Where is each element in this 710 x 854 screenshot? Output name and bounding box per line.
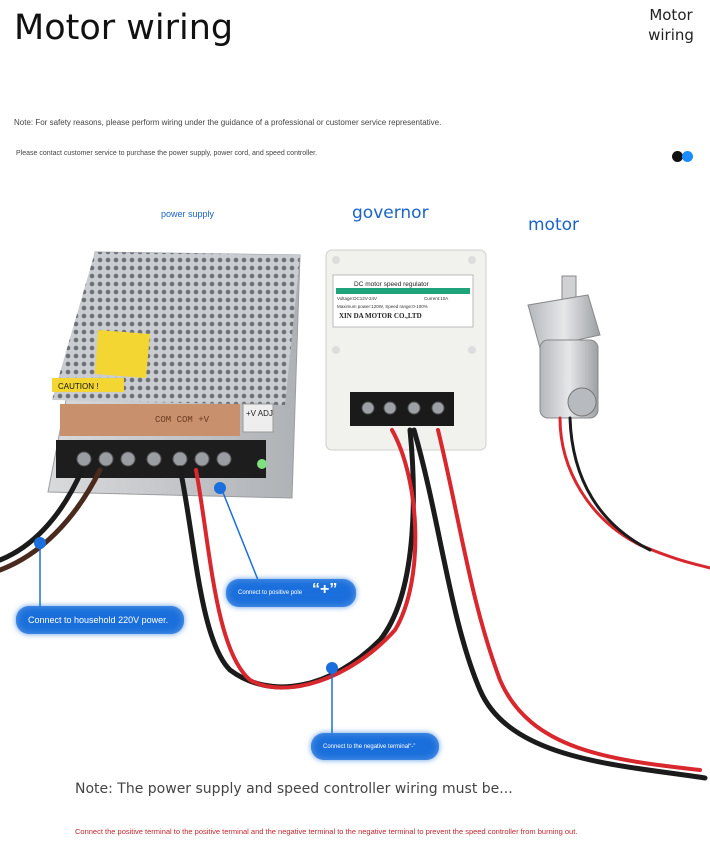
regulator-spec-power: Maximum power:120W, Speed range:0-100% [337,304,428,309]
label-power-supply: power supply [161,209,215,219]
gear-motor [527,275,601,419]
carousel-dot-blue[interactable] [682,151,693,162]
callout-negative-terminal: Connect to the negative terminal“-” [311,733,439,760]
regulator-title: DC motor speed regulator [354,281,430,288]
label-governor: governor [352,203,429,223]
label-motor: motor [528,215,580,235]
warning-sticker [95,330,150,378]
purchase-note: Please contact customer service to purch… [16,150,318,157]
regulator-spec-voltage: Voltage:DC12V-24V [337,296,377,301]
speed-regulator: DC motor speed regulator Voltage:DC12V-2… [325,249,487,451]
regulator-spec-current: Current:10A [424,296,448,301]
psu-caution-text: CAUTION ! [58,382,98,391]
polarity-warning: Connect the positive terminal to the pos… [75,827,578,836]
callout-plus-symbol: “+” [312,581,338,598]
callout-positive-pole: Connect to positive pole “+” [226,579,356,607]
callout-positive-text: Connect to positive pole [238,590,303,596]
safety-note: Note: For safety reasons, please perform… [14,118,442,127]
wiring-note: Note: The power supply and speed control… [75,781,513,797]
corner-label: Motor wiring [648,6,694,44]
page-title: Motor wiring [14,8,234,48]
callout-negative-text: Connect to the negative terminal“-” [323,743,416,750]
psu-terminal-text: COM COM +V [155,415,210,425]
carousel-dot-black[interactable] [672,151,683,162]
callout-household-text: Connect to household 220V power. [28,615,169,625]
callout-household-power: Connect to household 220V power. [16,606,184,634]
wiring-photo: CAUTION ! COM COM +V +V ADJ DC motor spe… [0,249,710,781]
power-supply-unit: CAUTION ! COM COM +V +V ADJ [47,251,301,499]
regulator-brand: XIN DA MOTOR CO.,LTD [339,312,422,320]
psu-adj-text: +V ADJ [246,409,273,418]
